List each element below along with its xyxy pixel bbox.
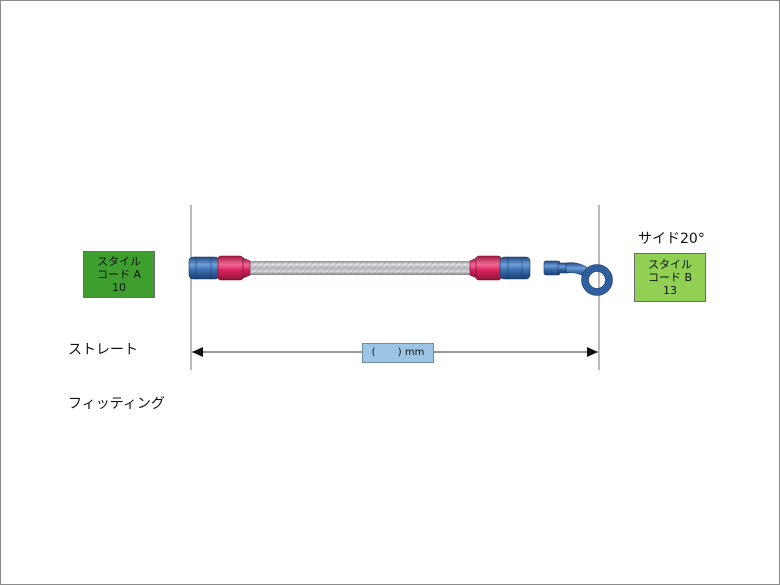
style-code-b-box: スタイル コード B 13 (634, 253, 706, 302)
style-code-b-code-label: コード B (647, 271, 693, 284)
hose-end-fitting-b (469, 255, 531, 281)
straight-fitting-a (188, 255, 251, 281)
straight-fitting-label: ストレート フィッティング (68, 305, 165, 431)
braided-hose (247, 261, 473, 275)
style-code-a-box: スタイル コード A 10 (83, 251, 155, 298)
style-code-a-code-label: コード A (96, 268, 142, 281)
side-20-fitting-label: サイド20° (638, 231, 705, 247)
length-dimension-field[interactable]: ( ) mm (362, 343, 434, 363)
straight-fitting-label-line1: ストレート (68, 342, 138, 358)
style-code-a-style-label: スタイル (97, 255, 141, 268)
straight-fitting-label-line2: フィッティング (68, 396, 165, 412)
style-code-b-style-label: スタイル (648, 258, 692, 271)
style-code-a-value: 10 (112, 281, 126, 294)
side-20-degree-fitting (543, 260, 613, 296)
style-code-b-value: 13 (663, 284, 677, 297)
